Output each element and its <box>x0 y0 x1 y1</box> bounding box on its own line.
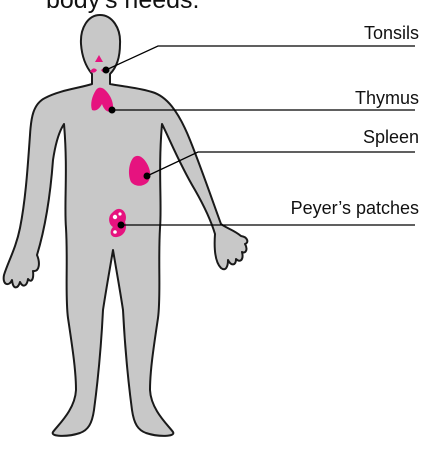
tonsils-leader-line <box>106 46 415 70</box>
spleen-label: Spleen <box>363 128 419 146</box>
peyers-marker-dot <box>118 222 125 229</box>
tonsils-label: Tonsils <box>364 24 419 42</box>
spleen-marker-dot <box>144 173 151 180</box>
tonsils-marker-dot <box>103 67 110 74</box>
thymus-marker-dot <box>109 107 116 114</box>
peyers-patches-label: Peyer’s patches <box>291 199 419 217</box>
thymus-label: Thymus <box>355 89 419 107</box>
